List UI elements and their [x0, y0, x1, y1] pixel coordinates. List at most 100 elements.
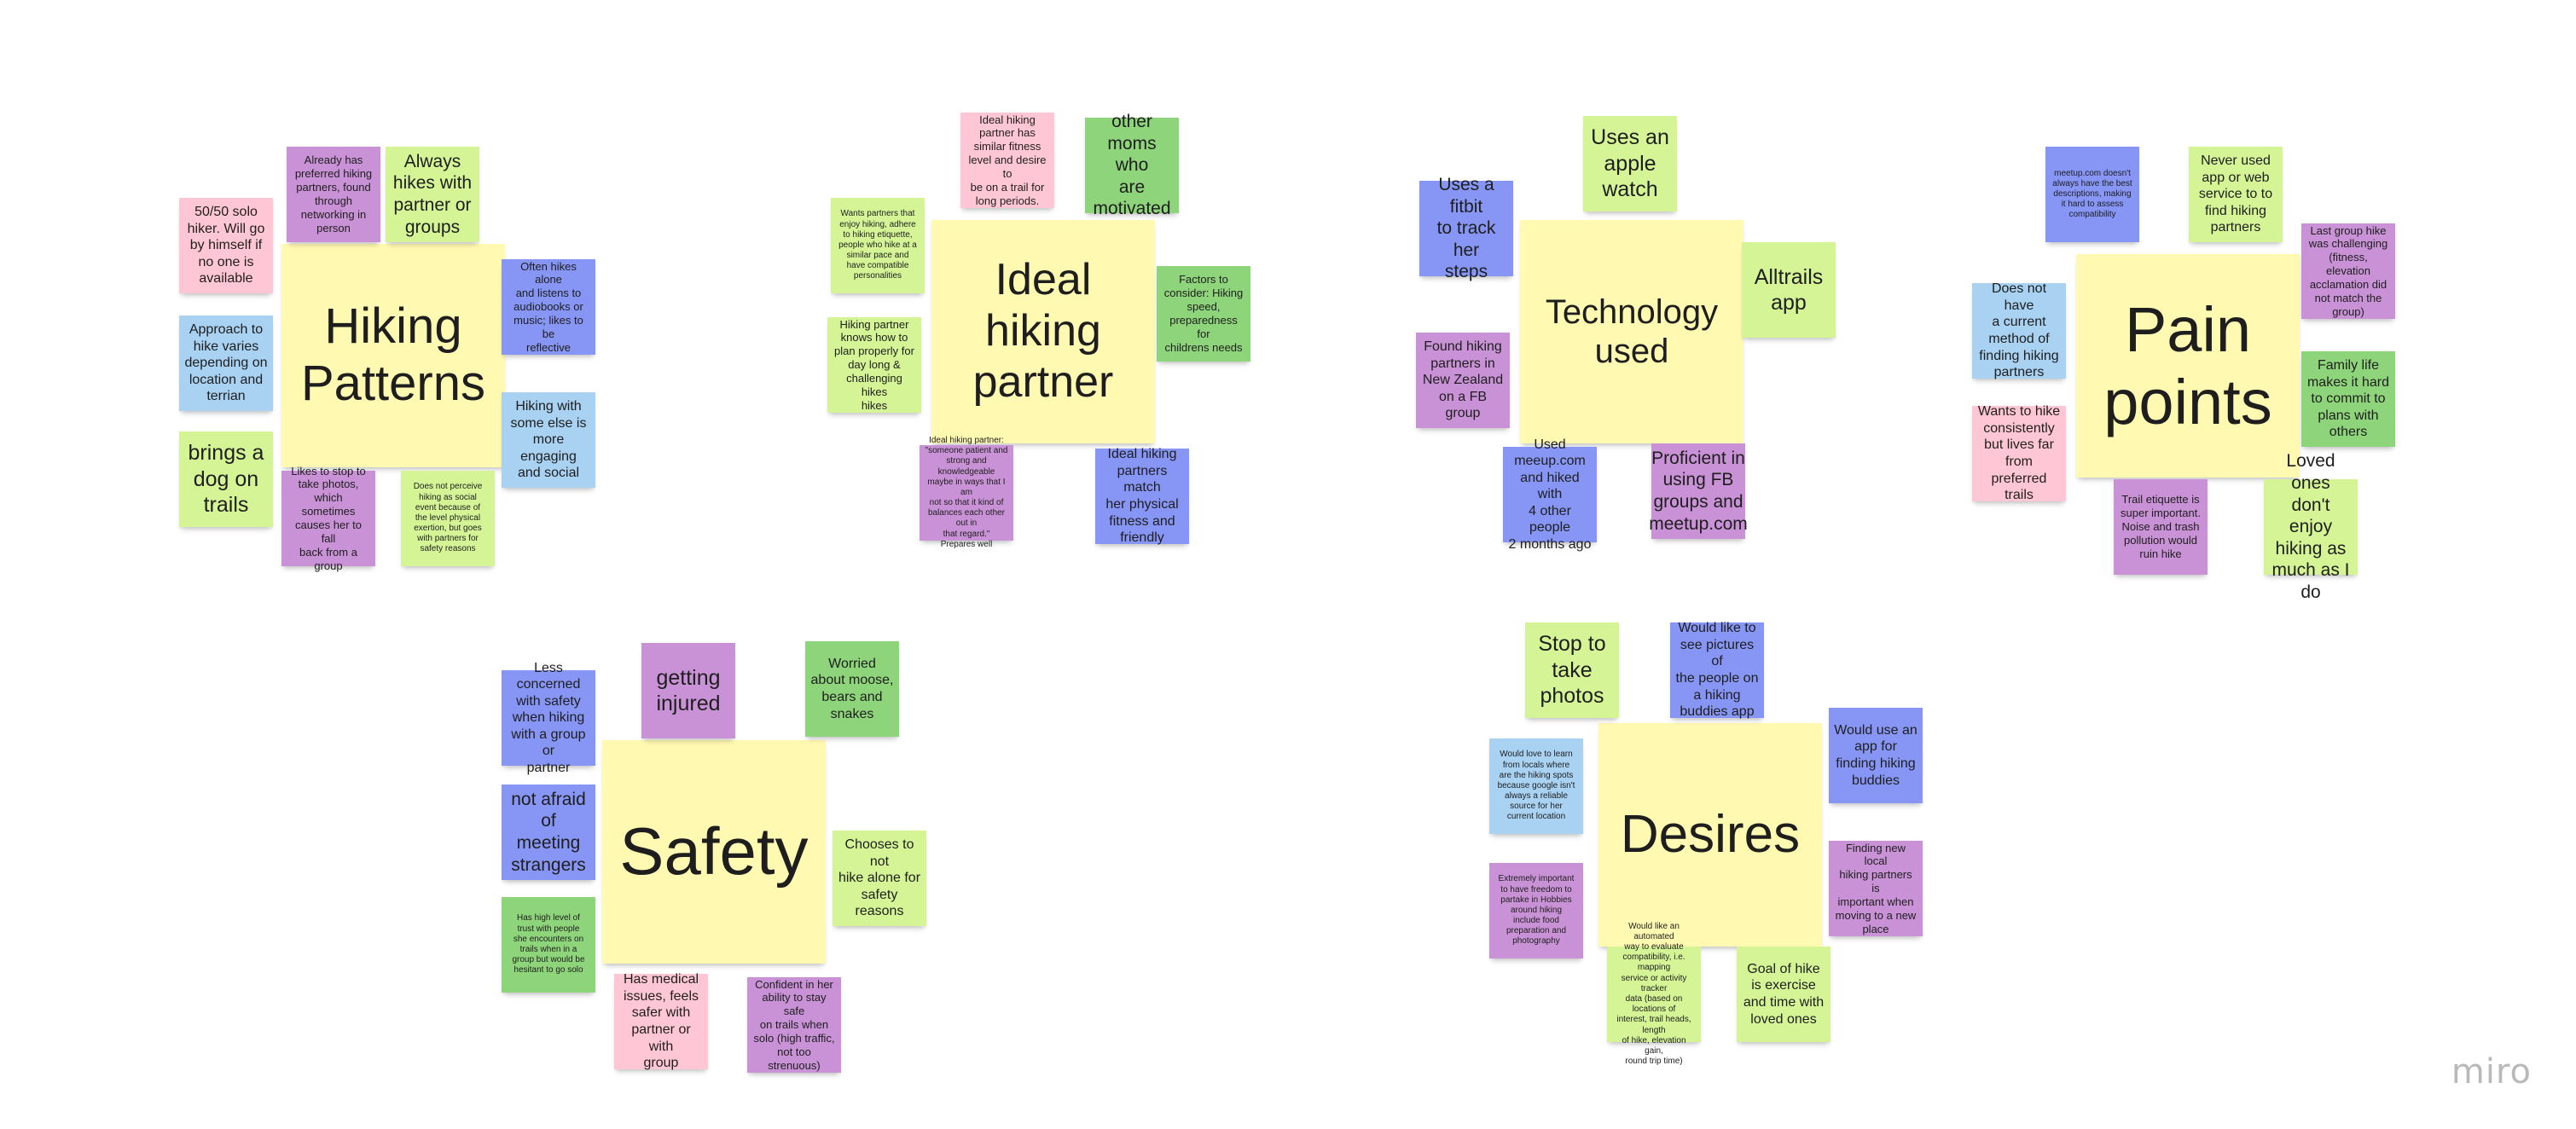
sticky-note[interactable]: Finding new local hiking partners is imp… [1829, 841, 1923, 936]
sticky-note-text: getting injured [656, 665, 721, 716]
sticky-note-text: Would like to see pictures of the people… [1675, 621, 1759, 720]
sticky-note[interactable]: Wants to hike consistently but lives far… [1972, 404, 2066, 503]
sticky-note-text: not afraid of meeting strangers [511, 789, 586, 875]
sticky-note-pain-points-title[interactable]: Pain points [2076, 254, 2300, 478]
sticky-note[interactable]: Would like to see pictures of the people… [1670, 621, 1764, 720]
sticky-note-text: Wants partners that enjoy hiking, adhere… [838, 209, 917, 281]
sticky-note[interactable]: Wants partners that enjoy hiking, adhere… [831, 198, 925, 293]
sticky-note[interactable]: Uses a fitbit to track her steps [1419, 175, 1513, 281]
sticky-note[interactable]: Likes to stop to take photos, which some… [281, 465, 375, 572]
sticky-note-text: Safety [619, 813, 809, 889]
sticky-note[interactable]: Does not have a current method of findin… [1972, 281, 2066, 380]
sticky-note-text: Worried about moose, bears and snakes [810, 656, 894, 721]
sticky-note-text: Approach to hike varies depending on loc… [184, 322, 268, 404]
sticky-note[interactable]: Uses an apple watch [1583, 116, 1677, 211]
sticky-note[interactable]: Ideal hiking partner: "someone patient a… [920, 436, 1013, 549]
miro-watermark-logo: miro [2451, 1052, 2532, 1091]
sticky-note-text: Has medical issues, feels safer with par… [623, 972, 699, 1071]
sticky-note[interactable]: Would use an app for finding hiking budd… [1829, 708, 1923, 803]
sticky-note-text: Does not perceive hiking as social event… [413, 482, 483, 554]
sticky-note[interactable]: other moms who are motivated [1085, 112, 1179, 218]
sticky-note[interactable]: Found hiking partners in New Zealand on … [1416, 333, 1510, 428]
sticky-note[interactable]: Chooses to not hike alone for safety rea… [833, 831, 926, 926]
sticky-note-text: Already has preferred hiking partners, f… [294, 153, 373, 234]
sticky-note-text: Family life makes it hard to commit to p… [2306, 358, 2390, 440]
sticky-note-text: Hiking with some else is more engaging a… [510, 399, 587, 481]
sticky-note-technology-title[interactable]: Technology used [1520, 220, 1743, 443]
sticky-note-text: meetup.com doesn't always have the best … [2052, 168, 2132, 220]
sticky-note[interactable]: Last group hike was challenging (fitness… [2301, 223, 2395, 319]
sticky-note-text: brings a dog on trails [188, 441, 264, 518]
sticky-note[interactable]: Alltrails app [1742, 242, 1836, 338]
sticky-note[interactable]: Hiking partner knows how to plan properl… [827, 317, 921, 413]
sticky-note-text: Never used app or web service to to find… [2198, 153, 2273, 235]
sticky-note[interactable]: Hiking with some else is more engaging a… [502, 392, 595, 488]
sticky-note-text: Always hikes with partner or groups [392, 151, 473, 237]
sticky-note[interactable]: Used meeup.com and hiked with 4 other pe… [1503, 437, 1597, 552]
sticky-note[interactable]: Would like an automated way to evaluate … [1607, 922, 1701, 1066]
sticky-note-hiking-patterns-title[interactable]: Hiking Patterns [281, 244, 505, 467]
sticky-note[interactable]: Approach to hike varies depending on loc… [179, 316, 273, 411]
sticky-note-text: Wants to hike consistently but lives far… [1977, 404, 2061, 503]
sticky-note-text: Alltrails app [1754, 264, 1824, 316]
sticky-note[interactable]: Goal of hike is exercise and time with l… [1737, 947, 1830, 1042]
sticky-note[interactable]: Loved ones don't enjoy hiking as much as… [2264, 451, 2358, 602]
sticky-note[interactable]: Proficient in using FB groups and meetup… [1649, 443, 1748, 539]
sticky-note-text: Ideal hiking partner has similar fitness… [968, 113, 1047, 207]
sticky-note[interactable]: 50/50 solo hiker. Will go by himself if … [179, 198, 273, 293]
sticky-note[interactable]: Factors to consider: Hiking speed, prepa… [1157, 266, 1250, 362]
sticky-note[interactable]: Trail etiquette is super important. Nois… [2114, 479, 2208, 575]
sticky-note-text: Chooses to not hike alone for safety rea… [838, 837, 921, 919]
sticky-note[interactable]: getting injured [641, 643, 735, 738]
sticky-note-text: Stop to take photos [1538, 632, 1606, 709]
sticky-note[interactable]: Always hikes with partner or groups [386, 147, 479, 242]
sticky-note-text: 50/50 solo hiker. Will go by himself if … [187, 205, 265, 287]
sticky-note-safety-title[interactable]: Safety [602, 740, 826, 964]
sticky-note[interactable]: Already has preferred hiking partners, f… [287, 147, 380, 242]
sticky-note-desires-title[interactable]: Desires [1598, 723, 1822, 947]
sticky-note-text: Finding new local hiking partners is imp… [1835, 841, 1917, 935]
sticky-note-text: Confident in her ability to stay safe on… [753, 977, 835, 1072]
sticky-note[interactable]: Often hikes alone and listens to audiobo… [502, 259, 595, 355]
sticky-note-text: Extremely important to have freedom to p… [1498, 874, 1575, 947]
sticky-note-text: Uses a fitbit to track her steps [1436, 174, 1496, 282]
sticky-note-text: Has high level of trust with people she … [512, 913, 585, 976]
sticky-note-text: Goal of hike is exercise and time with l… [1743, 961, 1825, 1027]
sticky-note-text: Loved ones don't enjoy hiking as much as… [2271, 451, 2350, 603]
sticky-note[interactable]: meetup.com doesn't always have the best … [2045, 147, 2139, 242]
sticky-note[interactable]: Worried about moose, bears and snakes [805, 641, 899, 737]
sticky-note[interactable]: Does not perceive hiking as social event… [401, 471, 495, 566]
sticky-note[interactable]: Would love to learn from locals where ar… [1489, 738, 1583, 834]
sticky-note[interactable]: Less concerned with safety when hiking w… [502, 661, 595, 775]
sticky-note[interactable]: Ideal hiking partners match her physical… [1095, 447, 1189, 546]
sticky-note[interactable]: Family life makes it hard to commit to p… [2301, 351, 2395, 447]
sticky-note[interactable]: Never used app or web service to to find… [2189, 147, 2283, 242]
sticky-note-text: Proficient in using FB groups and meetup… [1649, 448, 1748, 534]
sticky-note-text: Ideal hiking partners match her physical… [1105, 447, 1179, 546]
sticky-note[interactable]: Has medical issues, feels safer with par… [614, 972, 708, 1071]
sticky-note[interactable]: brings a dog on trails [179, 431, 273, 527]
sticky-note-text: Last group hike was challenging (fitness… [2308, 223, 2388, 318]
sticky-note-text: Likes to stop to take photos, which some… [291, 464, 366, 572]
sticky-note[interactable]: not afraid of meeting strangers [502, 785, 595, 880]
sticky-note-text: other moms who are motivated [1093, 111, 1171, 219]
sticky-note-text: Hiking partner knows how to plan properl… [834, 317, 914, 412]
sticky-note[interactable]: Has high level of trust with people she … [502, 897, 595, 993]
sticky-note-text: Trail etiquette is super important. Nois… [2121, 493, 2201, 560]
sticky-note[interactable]: Stop to take photos [1525, 622, 1619, 718]
sticky-note-text: Would use an app for finding hiking budd… [1834, 722, 1917, 788]
sticky-note-text: Desires [1620, 805, 1801, 865]
sticky-note-text: Uses an apple watch [1591, 125, 1669, 202]
sticky-note-ideal-partner-title[interactable]: Ideal hiking partner [931, 220, 1155, 443]
sticky-note-text: Ideal hiking partner: "someone patient a… [925, 435, 1008, 549]
sticky-note-text: Found hiking partners in New Zealand on … [1422, 339, 1504, 421]
sticky-note-text: Would love to learn from locals where ar… [1497, 750, 1575, 822]
sticky-note-text: Pain points [2103, 293, 2272, 437]
sticky-note[interactable]: Extremely important to have freedom to p… [1489, 863, 1583, 958]
sticky-note-text: Would like an automated way to evaluate … [1616, 921, 1691, 1067]
sticky-note[interactable]: Confident in her ability to stay safe on… [747, 977, 841, 1073]
sticky-note-text: Does not have a current method of findin… [1979, 281, 2059, 380]
sticky-note[interactable]: Ideal hiking partner has similar fitness… [960, 113, 1054, 208]
sticky-note-text: Ideal hiking partner [972, 255, 1114, 407]
